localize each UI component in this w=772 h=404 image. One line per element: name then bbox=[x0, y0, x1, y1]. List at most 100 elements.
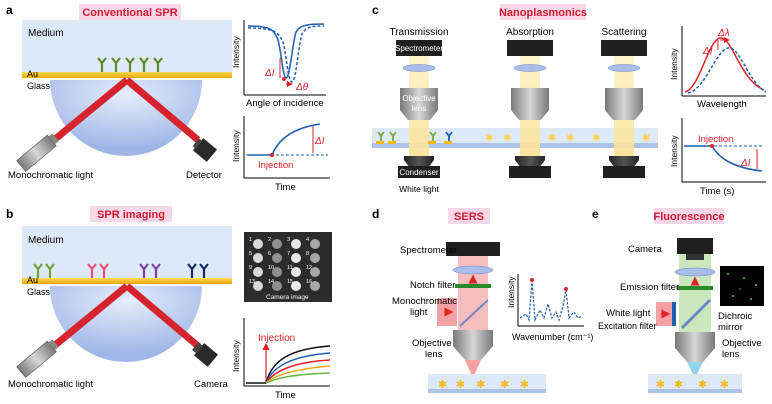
objective-d bbox=[453, 330, 493, 360]
objective-label-d-line2: lens bbox=[425, 349, 443, 360]
glass-prism-b bbox=[50, 286, 202, 362]
dichroic-label-line1: Dichroic bbox=[718, 311, 753, 322]
glass-label-b: Glass bbox=[27, 287, 51, 297]
panel-c: c Nanoplasmonics Transmission Absorption… bbox=[372, 3, 767, 197]
camera-spot bbox=[253, 253, 263, 263]
panel-c-title-bg bbox=[500, 4, 586, 20]
svg-text:✱: ✱ bbox=[642, 133, 650, 144]
objective-label-e-line1: Objective bbox=[722, 338, 762, 349]
svg-text:✱: ✱ bbox=[500, 379, 509, 391]
dichroic-label-line2: mirror bbox=[718, 322, 743, 333]
emission-filter-label: Emission filter bbox=[620, 282, 679, 293]
plot-angle-of-incidence: Intensity Angle of incidence ΔI Δθ bbox=[231, 20, 326, 109]
camera-spot-number: 16 bbox=[306, 279, 312, 285]
objective-absorption bbox=[511, 88, 549, 120]
curve-blue bbox=[265, 352, 331, 384]
notch-filter bbox=[455, 284, 491, 288]
plot-time-a: Intensity Time Injection ΔI bbox=[231, 116, 330, 193]
camera-spot-number: 11 bbox=[287, 265, 293, 271]
camera-spot bbox=[272, 267, 282, 277]
camera-spot bbox=[291, 267, 301, 277]
fluorescence-image bbox=[720, 266, 764, 306]
plot-c1-ylabel: Intensity bbox=[669, 48, 679, 80]
panel-b-title: SPR imaging bbox=[97, 209, 165, 221]
plot-b-ylabel: Intensity bbox=[231, 340, 241, 372]
substrate-e bbox=[648, 389, 742, 393]
plot-c1-delta-i: ΔI bbox=[702, 46, 713, 57]
gold-film-b bbox=[22, 278, 232, 284]
gold-particles-transmission bbox=[376, 141, 452, 144]
camera-spot-number: 7 bbox=[287, 251, 290, 257]
au-label: Au bbox=[27, 69, 38, 79]
plot-d-xlabel: Wavenumber (cm⁻¹) bbox=[512, 332, 593, 342]
panel-e: e Fluorescence Camera Emission filter Wh… bbox=[592, 207, 764, 393]
glass-substrate bbox=[372, 143, 658, 148]
light-source-b bbox=[16, 339, 59, 378]
camera-spot bbox=[310, 267, 320, 277]
plot-c2-xlabel: Time (s) bbox=[700, 186, 734, 197]
particles-e: ✱✱✱✱ bbox=[656, 379, 729, 391]
camera-e bbox=[677, 238, 713, 254]
svg-text:✱: ✱ bbox=[592, 133, 600, 144]
camera-spot-number: 2 bbox=[268, 237, 271, 243]
column-scattering: Scattering bbox=[601, 27, 646, 38]
minimum-dot bbox=[282, 77, 286, 81]
camera-image-label: Camera image bbox=[266, 294, 309, 301]
condenser-top-sca bbox=[609, 156, 639, 168]
camera-spot-number: 6 bbox=[268, 251, 271, 257]
plot-a1-delta-i: ΔI bbox=[264, 68, 275, 79]
condenser-box-abs bbox=[509, 166, 551, 178]
column-absorption-optics bbox=[507, 40, 553, 178]
raman-peak-2 bbox=[564, 287, 568, 291]
spectrometer-box-sca bbox=[601, 40, 647, 56]
objective-label-e-line2: lens bbox=[722, 349, 740, 360]
panel-c-title: Nanoplasmonics bbox=[499, 7, 587, 19]
plot-a1-ylabel: Intensity bbox=[231, 36, 241, 68]
focus-cone-d bbox=[465, 360, 481, 378]
panel-d: d SERS Spectrometer Notch filter Monochr… bbox=[372, 207, 593, 393]
plot-d-bg bbox=[512, 272, 584, 326]
svg-text:✱: ✱ bbox=[456, 379, 465, 391]
curve-black bbox=[246, 345, 331, 384]
substrate-d bbox=[428, 389, 546, 393]
svg-text:✱: ✱ bbox=[503, 133, 511, 144]
camera-lens-e bbox=[686, 254, 704, 260]
camera-spot-number: 3 bbox=[287, 237, 290, 243]
panel-a-title: Conventional SPR bbox=[82, 7, 177, 19]
injection-dot-a bbox=[270, 153, 274, 157]
panel-a-letter: a bbox=[6, 3, 13, 17]
svg-text:✱: ✱ bbox=[438, 379, 447, 391]
svg-text:✱: ✱ bbox=[566, 133, 574, 144]
injection-dot-c bbox=[710, 144, 714, 148]
camera-spot bbox=[310, 281, 320, 291]
mono-light-label-a: Monochromatic light bbox=[8, 170, 93, 181]
plot-raman: Intensity Wavenumber (cm⁻¹) bbox=[506, 272, 593, 342]
mono-light-label-b: Monochromatic light bbox=[8, 379, 93, 390]
svg-text:✱: ✱ bbox=[520, 379, 529, 391]
camera-spot bbox=[310, 239, 320, 249]
camera-spot bbox=[253, 239, 263, 249]
glass-prism bbox=[50, 80, 202, 156]
lens-transmission bbox=[402, 64, 436, 72]
binding-curves bbox=[246, 345, 331, 384]
sample-d bbox=[428, 374, 546, 392]
svg-text:✱: ✱ bbox=[485, 133, 493, 144]
column-transmission: Transmission bbox=[389, 27, 448, 38]
curve-after bbox=[247, 25, 325, 83]
camera-spot-number: 9 bbox=[249, 265, 252, 271]
column-transmission-optics: Spectrometer Objective lens Condenser Wh… bbox=[376, 40, 453, 194]
white-light-label-e: White light bbox=[606, 308, 651, 319]
star-particles-c: ✱✱ ✱✱ ✱✱ bbox=[485, 133, 650, 144]
camera-spot bbox=[291, 239, 301, 249]
camera-spot-number: 5 bbox=[249, 251, 252, 257]
panel-a-title-bg bbox=[79, 4, 181, 20]
panel-b-title-bg bbox=[90, 206, 172, 222]
spectrometer-box bbox=[396, 40, 442, 56]
svg-text:✱: ✱ bbox=[720, 379, 729, 391]
detector-label: Detector bbox=[186, 170, 222, 181]
svg-text:✱: ✱ bbox=[656, 379, 665, 391]
camera-spot bbox=[253, 267, 263, 277]
gold-film bbox=[22, 72, 232, 78]
panel-b-letter: b bbox=[6, 207, 13, 221]
